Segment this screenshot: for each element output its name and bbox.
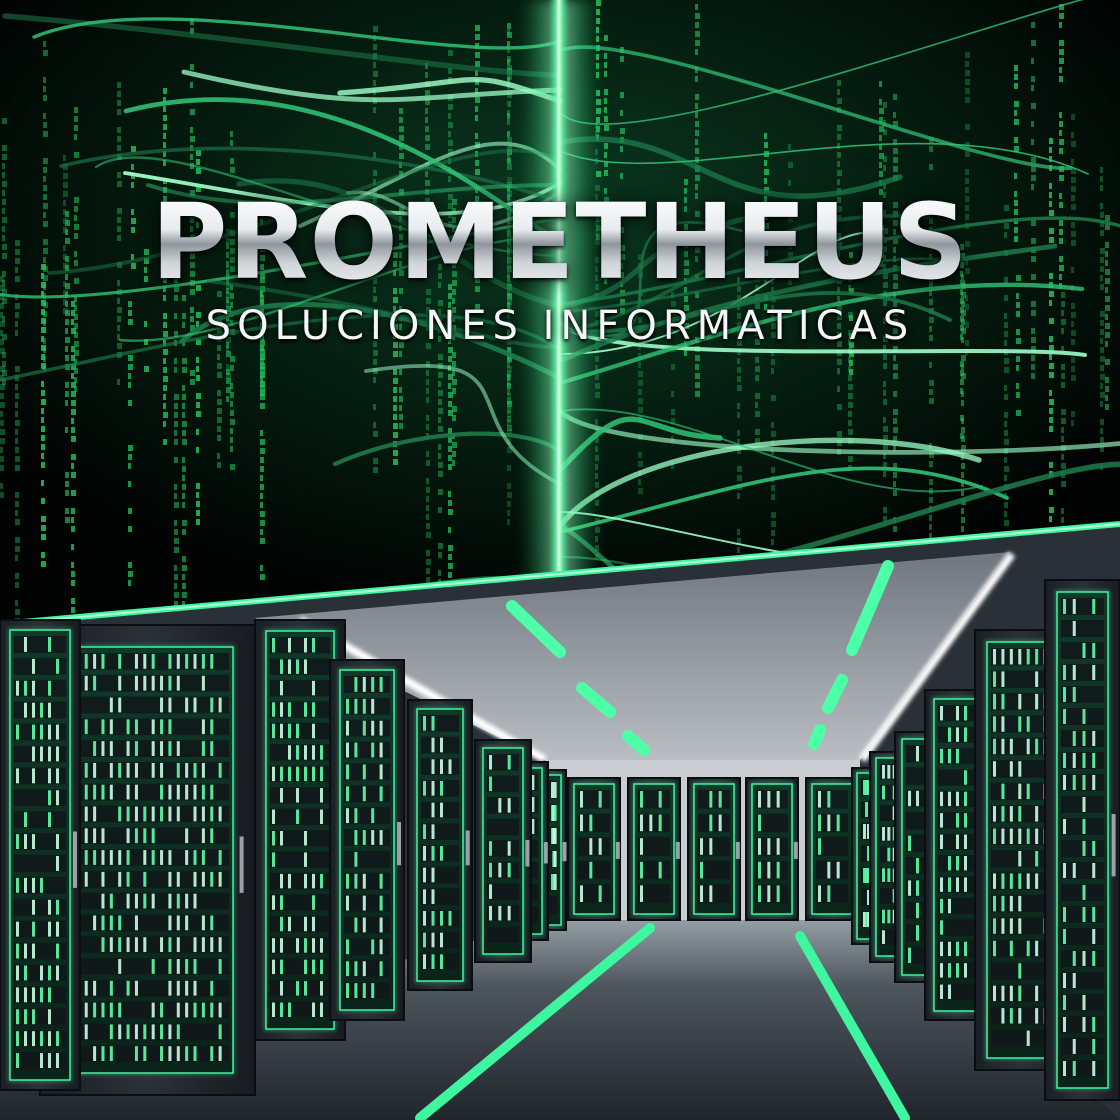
cable [181,69,563,103]
server-rack [0,619,81,1091]
back-server-racks [567,777,859,921]
code-stream [74,107,79,392]
code-stream [128,301,133,622]
ceiling-light-right [858,551,1016,763]
code-stream [0,276,5,498]
server-rack [39,624,256,1096]
code-stream [43,41,48,371]
cable [236,178,563,309]
code-stream [2,118,7,385]
cable [558,221,744,338]
code-stream [604,35,609,284]
code-stream [849,252,854,375]
code-stream [163,88,168,445]
divider-line [0,523,1120,625]
cable [32,17,562,50]
code-stream [879,81,884,267]
code-stream [1031,22,1036,379]
server-rack [924,689,988,1021]
code-stream [196,150,201,525]
server-rack [627,777,681,921]
code-stream [1014,65,1019,242]
right-server-racks [851,579,1120,1101]
cable [558,45,1073,170]
floor-light-strips [415,923,910,1120]
code-stream [217,291,222,468]
code-stream [144,249,149,372]
code-stream [393,252,398,465]
central-light-core [548,0,570,620]
server-rack [567,777,621,921]
cable [123,171,562,216]
ceiling-green-lights [506,560,894,756]
cable [557,243,1058,364]
server-rack [474,739,532,963]
code-stream [260,210,265,396]
server-rack [745,777,799,921]
cable [0,217,562,299]
code-stream [226,229,231,379]
cable [558,216,1120,306]
cable [94,156,562,258]
code-stream [452,199,457,466]
server-rack [407,699,473,991]
cable [558,290,952,334]
code-stream [1071,114,1076,426]
cable [557,136,903,199]
cable [558,214,930,336]
code-stream [71,301,76,622]
cable [558,466,1009,534]
server-rack [254,619,346,1041]
cable [0,313,562,382]
code-stream [788,144,793,285]
left-server-racks [0,619,567,1096]
server-rack [329,659,405,1021]
cable [559,232,863,355]
code-stream [475,25,480,310]
cable [346,190,562,230]
cable [559,408,983,493]
cable [559,142,1089,175]
code-stream [426,289,431,610]
cable [557,282,1085,386]
cable [179,301,563,381]
server-rack [687,777,741,921]
server-rack [805,777,859,921]
code-stream [1105,215,1110,410]
cable [47,148,562,275]
code-stream [226,243,231,402]
server-rack [1044,579,1120,1101]
code-stream [448,248,453,623]
room-floor [0,915,1120,1120]
code-stream [65,211,70,523]
code-stream [1016,275,1021,416]
cable [118,234,562,342]
